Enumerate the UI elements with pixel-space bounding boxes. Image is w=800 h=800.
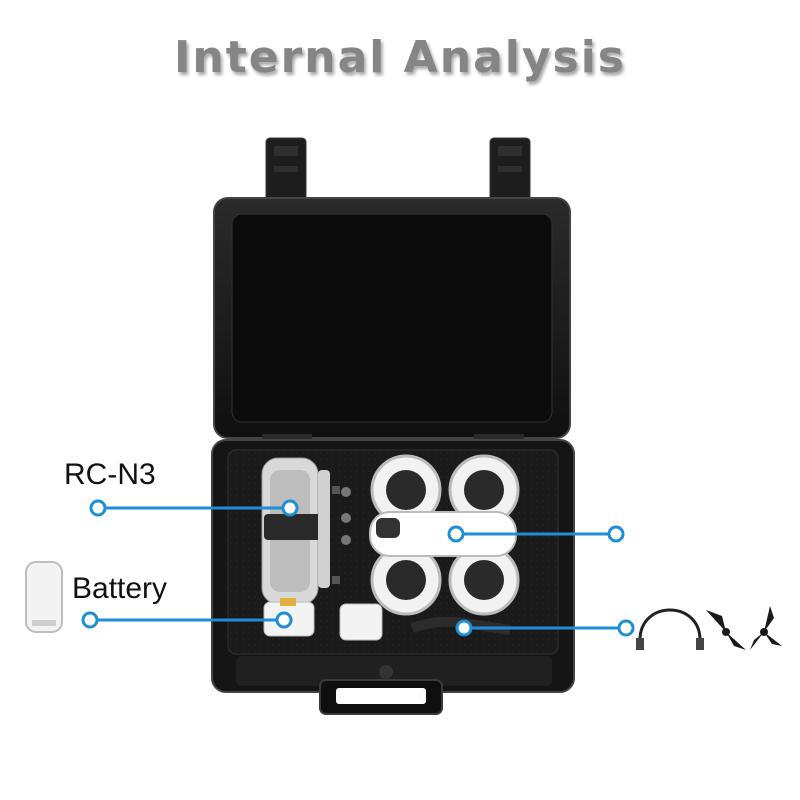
remote-label: RC-N3 xyxy=(64,458,156,491)
battery-label: Battery xyxy=(72,572,168,605)
callout-remote xyxy=(89,499,299,517)
battery-standalone xyxy=(25,561,63,633)
callout-drone xyxy=(447,525,625,543)
cable-standalone xyxy=(636,608,704,650)
callout-battery xyxy=(81,611,293,629)
page-title: Internal Analysis xyxy=(174,32,626,83)
case-handle xyxy=(319,679,443,715)
callout-cable xyxy=(455,619,635,637)
case-lid xyxy=(213,197,571,439)
drone xyxy=(369,454,520,616)
case-latch-left xyxy=(265,137,307,205)
remote-controller xyxy=(261,457,340,605)
propeller-icon xyxy=(750,606,782,650)
remote-sticks xyxy=(341,487,351,545)
case-latch-right xyxy=(489,137,531,205)
propeller-icon xyxy=(706,610,746,650)
